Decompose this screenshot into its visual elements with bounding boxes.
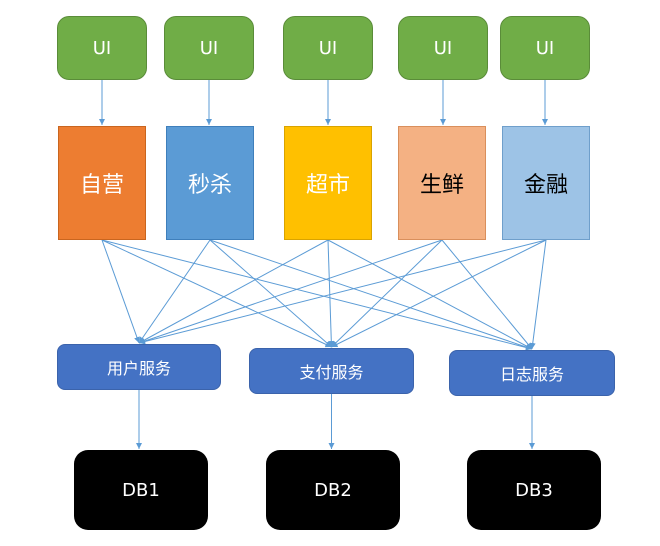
app-5-to-svc-3-line bbox=[529, 239, 547, 350]
ui-node-2: UI bbox=[164, 16, 254, 80]
app-3-to-svc-2-line bbox=[327, 239, 335, 348]
app-node-finance: 金融 bbox=[502, 126, 590, 240]
ui-node-1: UI bbox=[57, 16, 147, 80]
db-node-2: DB2 bbox=[266, 450, 400, 530]
log-service-node: 日志服务 bbox=[449, 350, 615, 396]
db-node-1: DB1 bbox=[74, 450, 208, 530]
app-node-fresh-food: 生鲜 bbox=[398, 126, 486, 240]
app-2-to-svc-2-line bbox=[209, 239, 332, 348]
app-1-to-svc-2-line bbox=[101, 239, 332, 348]
ui-node-3: UI bbox=[283, 16, 373, 80]
app-1-to-svc-3-line bbox=[101, 239, 533, 351]
app-5-to-svc-1-line bbox=[138, 239, 547, 345]
ui-node-5: UI bbox=[500, 16, 590, 80]
app-4-to-svc-3-line bbox=[441, 239, 533, 350]
app-2-to-svc-3-line bbox=[209, 239, 533, 350]
app-node-self-operated: 自营 bbox=[58, 126, 146, 240]
app-4-to-svc-1-line bbox=[138, 239, 443, 344]
payment-service-node: 支付服务 bbox=[249, 348, 414, 394]
app-node-supermarket: 超市 bbox=[284, 126, 372, 240]
user-service-node: 用户服务 bbox=[57, 344, 221, 390]
ui-node-4: UI bbox=[398, 16, 488, 80]
app-node-flash-sale: 秒杀 bbox=[166, 126, 254, 240]
app-3-to-svc-1-line bbox=[138, 239, 329, 344]
app-2-to-svc-1-line bbox=[138, 239, 211, 344]
app-3-to-svc-3-line bbox=[327, 239, 533, 350]
app-1-to-svc-1-line bbox=[101, 239, 140, 344]
app-4-to-svc-2-line bbox=[331, 239, 443, 348]
app-5-to-svc-2-line bbox=[331, 239, 547, 348]
db-node-3: DB3 bbox=[467, 450, 601, 530]
